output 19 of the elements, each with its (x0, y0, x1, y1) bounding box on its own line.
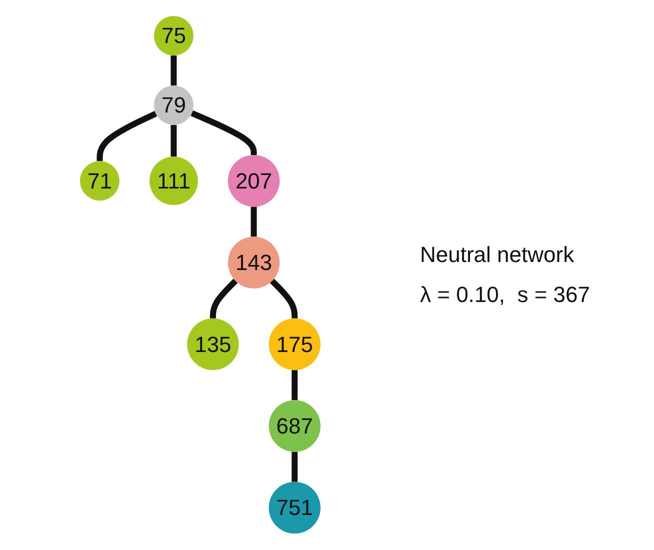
node-circle: 175 (268, 318, 320, 370)
node-circle: 135 (186, 318, 239, 370)
connector (210, 278, 238, 320)
node-circle: 71 (80, 161, 120, 201)
node-circle: 143 (228, 236, 280, 289)
connector (291, 370, 298, 401)
connector (291, 452, 298, 483)
connector (170, 55, 176, 86)
node-circle: 751 (268, 482, 320, 534)
connector (170, 124, 176, 158)
node-circle: 79 (154, 86, 194, 126)
note-text: λ = 0.10, s = 367 (420, 282, 590, 308)
node-circle: 207 (228, 155, 280, 207)
connector (270, 278, 298, 320)
note-text: Neutral network (420, 242, 576, 268)
connector (250, 206, 257, 238)
node-circle: 75 (154, 16, 194, 56)
node-circle: 111 (149, 156, 198, 206)
node-circle: 687 (268, 400, 320, 452)
